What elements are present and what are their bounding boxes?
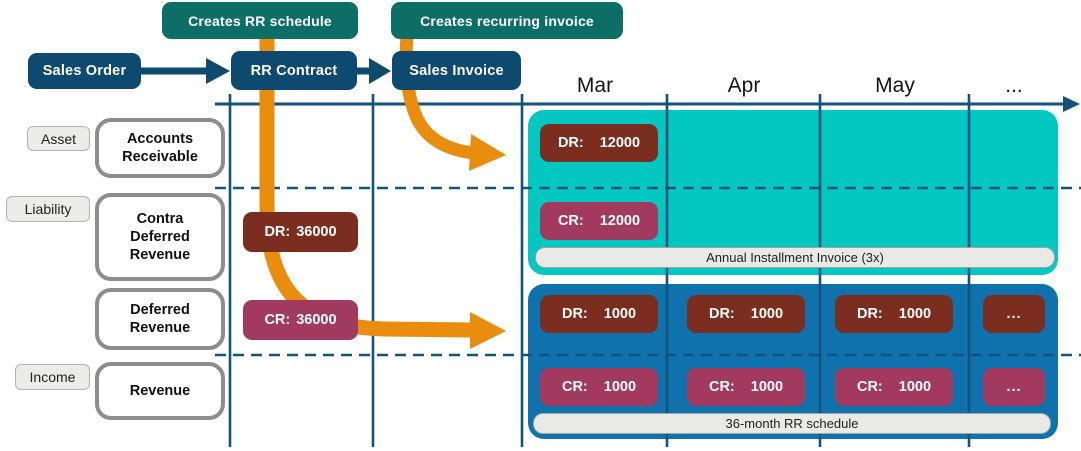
month-label-apr: Apr (727, 74, 761, 97)
month-label-mar: Mar (576, 74, 614, 97)
account-accounts-receivable: Accounts Receivable (95, 118, 225, 178)
cr-value: 1000 (750, 379, 784, 395)
rr-schedule-bar: 36-month RR schedule (533, 413, 1051, 434)
cr-value: 36000 (296, 312, 337, 328)
sales-order-arrowhead-icon (206, 58, 230, 84)
account-deferred-revenue: Deferred Revenue (95, 288, 225, 350)
schedule-dr-entry-more: ... (983, 295, 1045, 333)
schedule-cr-entry-may: CR: 1000 (835, 368, 953, 406)
cr-label: CR: (561, 379, 588, 395)
dr-value: 1000 (898, 306, 932, 322)
creates-recurring-invoice-label: Creates recurring invoice (420, 12, 594, 29)
timeline-axis-arrowhead-icon (1063, 96, 1080, 112)
cr-label: CR: (708, 379, 735, 395)
rr-contract-label: RR Contract (250, 62, 338, 79)
category-income-chip: Income (15, 364, 90, 390)
sales-invoice-node: Sales Invoice (392, 51, 521, 90)
dr-label: DR: (264, 224, 291, 240)
rr-schedule-bar-label: 36-month RR schedule (725, 416, 859, 431)
schedule-dr-entry-apr: DR: 1000 (687, 295, 805, 333)
schedule-dr-entry-may: DR: 1000 (835, 295, 953, 333)
dr-value: 1000 (603, 306, 637, 322)
sales-invoice-flow-curve (399, 27, 475, 160)
invoice-dr-entry: DR: 12000 (540, 124, 658, 162)
schedule-cr-entry-apr: CR: 1000 (687, 368, 805, 406)
category-income-label: Income (29, 369, 76, 385)
sales-order-label: Sales Order (42, 63, 127, 79)
dr-value: 36000 (296, 224, 337, 240)
dr-label: DR: (708, 306, 735, 322)
sales-order-node: Sales Order (28, 53, 141, 89)
cr-value: 1000 (603, 379, 637, 395)
contract-cr-entry: CR: 36000 (243, 300, 358, 340)
annual-installment-invoice-bar: Annual Installment Invoice (3x) (535, 247, 1055, 268)
cr-value: 12000 (599, 213, 641, 229)
revenue-label: Revenue (129, 382, 191, 399)
category-asset-label: Asset (40, 130, 76, 147)
dr-label: DR: (557, 135, 584, 151)
month-label-may: May (875, 74, 915, 97)
cr-label: CR: (557, 213, 584, 229)
creates-rr-schedule-badge: Creates RR schedule (162, 2, 358, 39)
dr-value: 1000 (750, 306, 784, 322)
accounts-receivable-label: Accounts Receivable (122, 130, 198, 165)
cr-label: CR: (856, 379, 883, 395)
dr-label: DR: (856, 306, 883, 322)
sales-invoice-flow-arrowhead-icon (469, 134, 506, 171)
rr-contract-flow-arrowhead-icon (470, 312, 506, 349)
invoice-cr-entry: CR: 12000 (540, 202, 658, 240)
category-asset-chip: Asset (27, 126, 90, 151)
cr-value: 1000 (898, 379, 932, 395)
schedule-cr-entry-more: ... (983, 368, 1045, 406)
annual-installment-invoice-label: Annual Installment Invoice (3x) (706, 250, 884, 265)
category-liability-label: Liability (24, 201, 72, 217)
sales-invoice-label: Sales Invoice (409, 62, 504, 79)
account-revenue: Revenue (95, 362, 225, 420)
schedule-dr-entry-mar: DR: 1000 (540, 295, 658, 333)
rr-contract-node: RR Contract (231, 51, 357, 90)
category-liability-chip: Liability (6, 196, 90, 222)
cr-ellipsis: ... (1006, 379, 1022, 395)
schedule-cr-entry-mar: CR: 1000 (540, 368, 658, 406)
dr-value: 12000 (599, 135, 641, 151)
contract-dr-entry: DR: 36000 (243, 212, 358, 252)
account-contra-deferred-revenue: Contra Deferred Revenue (95, 193, 225, 281)
dr-ellipsis: ... (1006, 306, 1022, 322)
contra-deferred-revenue-label: Contra Deferred Revenue (129, 210, 191, 264)
creates-recurring-invoice-badge: Creates recurring invoice (391, 2, 623, 39)
cr-label: CR: (264, 312, 291, 328)
rr-contract-arrowhead-icon (369, 58, 391, 84)
deferred-revenue-label: Deferred Revenue (129, 301, 191, 336)
month-label-more: ... (1005, 74, 1023, 97)
creates-rr-schedule-label: Creates RR schedule (188, 12, 332, 29)
dr-label: DR: (561, 306, 588, 322)
